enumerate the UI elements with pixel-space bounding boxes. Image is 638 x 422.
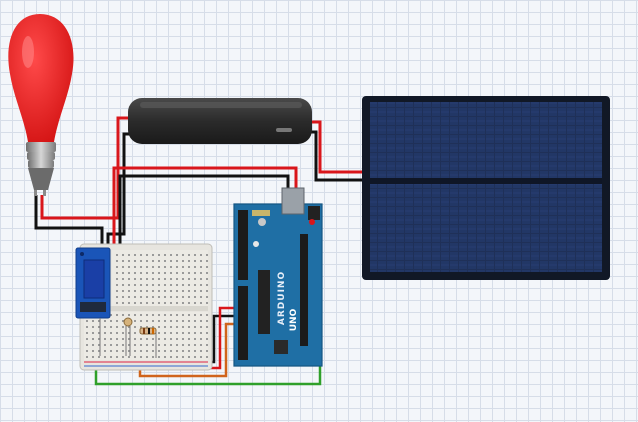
wire-bank-solar-black <box>308 130 372 182</box>
arduino-model-label: UNO <box>289 308 299 331</box>
wire-bank-relay-black <box>106 132 134 250</box>
wire-bank-solar-red <box>308 120 372 174</box>
solar-panel-icon <box>370 102 602 272</box>
breadboard <box>79 243 213 371</box>
resistor <box>139 327 157 358</box>
ldr-sensor <box>123 317 133 356</box>
wire-relay-arduino-black <box>118 174 290 250</box>
relay-module <box>75 247 111 319</box>
bulb-socket <box>26 142 56 196</box>
battery-icon <box>128 98 312 144</box>
arduino-uno: ARDUINO UNO <box>233 187 323 367</box>
wire-relay-arduino-red <box>112 166 298 250</box>
wire-bulb-bank-red <box>40 116 134 220</box>
photoresistor-icon <box>123 317 133 327</box>
solar-panel <box>362 96 610 280</box>
light-bulb <box>8 14 74 196</box>
power-bank <box>128 98 312 144</box>
bulb-icon <box>8 14 74 142</box>
wire-bulb-relay-black <box>34 195 104 250</box>
arduino-brand-label: ARDUINO <box>277 271 287 325</box>
microcontroller-icon <box>233 187 323 367</box>
